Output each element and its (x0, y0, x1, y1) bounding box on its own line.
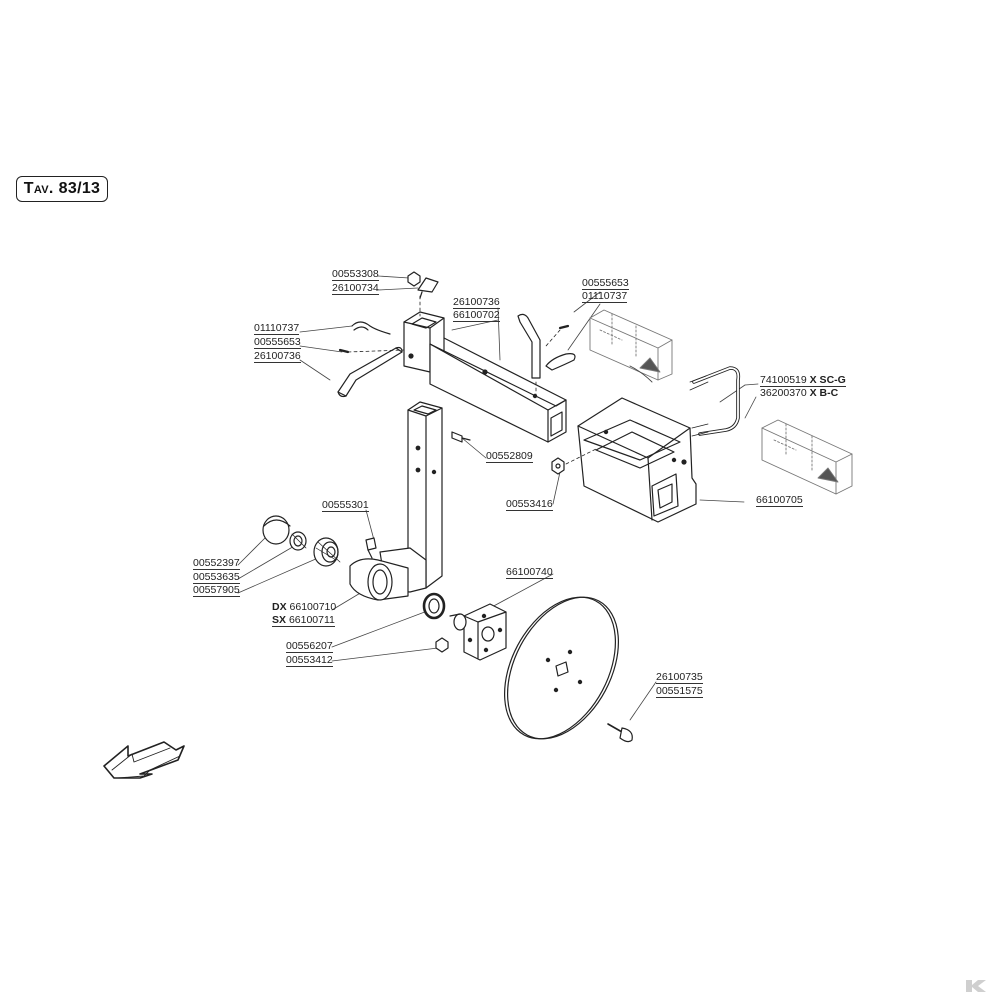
u-bolt (689, 366, 741, 437)
large-disc (503, 596, 620, 740)
right-pin (517, 313, 576, 397)
label-00553412: 00553412 (286, 654, 333, 667)
bearing-parts (262, 515, 341, 567)
label-00555653-left: 00555653 (254, 336, 301, 349)
label-26100734: 26100734 (332, 282, 379, 295)
label-00555301: 00555301 (322, 499, 369, 512)
suffix-36200370: X B-C (809, 387, 839, 399)
frame-section-upper (589, 309, 673, 383)
label-00557905: 00557905 (193, 584, 240, 597)
top-clip (407, 271, 439, 317)
direction-arrow-icon (103, 741, 185, 779)
hub-housing (349, 537, 427, 601)
part-number-66100711: 66100711 (288, 614, 335, 626)
part-number-74100519: 74100519 (760, 374, 807, 386)
plate-number: 83/13 (58, 180, 101, 197)
sx-prefix: SX (272, 614, 287, 626)
dx-prefix: DX (272, 601, 287, 613)
label-26100736-left: 26100736 (254, 350, 301, 363)
label-01110737-right: 01110737 (582, 290, 628, 303)
seal-ring (422, 592, 446, 620)
label-01110737-left: 01110737 (254, 322, 300, 335)
leader-lines (237, 275, 759, 721)
label-00556207: 00556207 (286, 640, 333, 653)
bracket-frame (577, 397, 697, 523)
upper-arm (403, 311, 567, 443)
label-66100705: 66100705 (756, 494, 803, 507)
part-number-66100710: 66100710 (289, 601, 337, 613)
label-26100736-top: 26100736 (453, 296, 500, 309)
label-66100740: 66100740 (506, 566, 553, 579)
frame-section-lower (761, 419, 853, 495)
disc-flange (449, 603, 507, 661)
left-pin (337, 321, 405, 398)
brand-logo-icon (966, 980, 986, 992)
label-00555653-right: 00555653 (582, 277, 629, 290)
label-26100735: 26100735 (656, 671, 703, 684)
label-00553416: 00553416 (506, 498, 553, 511)
part-number-36200370: 36200370 (760, 387, 807, 399)
bolt-00552809 (451, 431, 471, 443)
label-00551575: 00551575 (656, 685, 703, 698)
nut-00553412 (435, 637, 449, 653)
label-00552397: 00552397 (193, 557, 240, 570)
label-00553308: 00553308 (332, 268, 379, 281)
label-66100702: 66100702 (453, 309, 500, 322)
label-66100710: DX 66100710 (272, 601, 336, 613)
label-00553635: 00553635 (193, 571, 240, 584)
bolt-26100735 (607, 723, 633, 743)
label-00552809: 00552809 (486, 450, 533, 463)
nut-00553416 (551, 447, 599, 475)
plate-label: Tav. 83/13 (16, 176, 108, 202)
suffix-74100519: X SC-G (809, 374, 846, 386)
label-36200370: 36200370 X B-C (760, 387, 838, 399)
label-74100519: 74100519 X SC-G (760, 374, 846, 387)
plate-prefix: Tav. (23, 180, 54, 197)
label-66100711: SX 66100711 (272, 614, 335, 627)
